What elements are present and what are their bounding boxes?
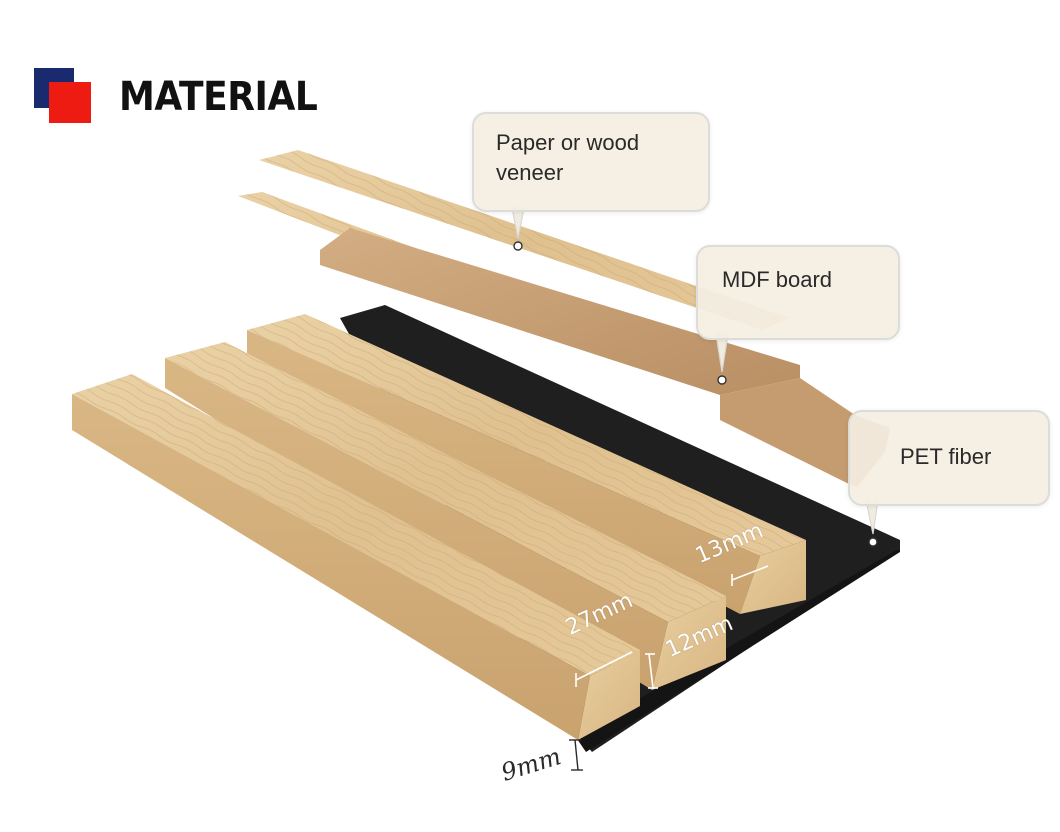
page-header: MATERIAL <box>0 0 1060 140</box>
logo-red-square <box>49 82 91 123</box>
mdf-callout: MDF board <box>696 245 900 340</box>
pet-fiber-edge <box>575 548 900 752</box>
slat-back-front <box>247 330 760 614</box>
mdf-callout-label: MDF board <box>722 267 833 292</box>
pet-callout-label: PET fiber <box>900 444 992 469</box>
pet-callout: PET fiber <box>848 410 1050 506</box>
veneer-callout-line1: Paper or wood <box>496 130 640 155</box>
veneer-callout: Paper or wood veneer <box>472 112 710 212</box>
brand-logo-icon <box>34 68 94 128</box>
mdf-board <box>320 228 800 395</box>
slat-front-front <box>72 394 590 740</box>
page-title: MATERIAL <box>119 74 318 120</box>
veneer-callout-line2: veneer <box>496 160 564 185</box>
